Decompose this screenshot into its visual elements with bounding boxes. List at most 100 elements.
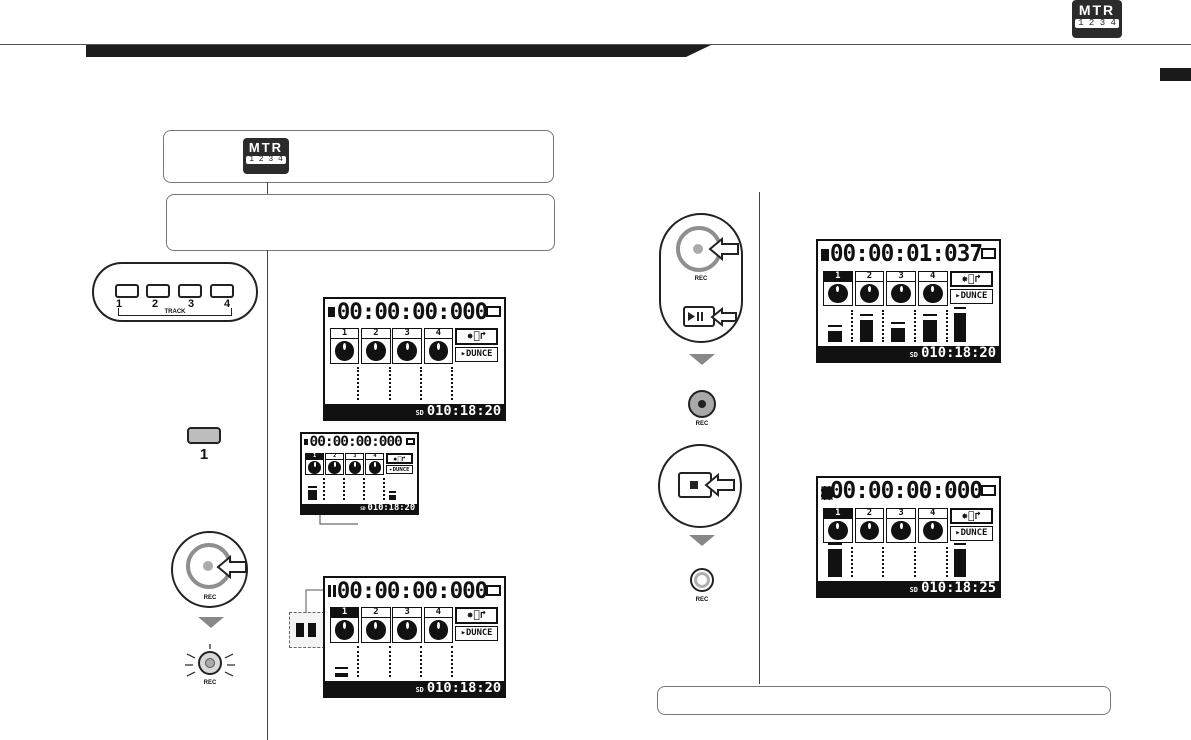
fx-icon: ✸⃯↱ [385, 452, 414, 464]
track-number: 1 [329, 328, 360, 340]
pause-callout [289, 612, 325, 648]
pan-knob-icon [368, 461, 382, 474]
track-number: 2 [361, 607, 391, 619]
fx-icon: ✸⃯↱ [949, 270, 994, 288]
pan-knob-icon [922, 520, 943, 541]
track-button-1[interactable] [115, 284, 139, 298]
track-cell [423, 328, 454, 364]
fx-icon: ✸⃯↱ [455, 328, 499, 345]
stop-indicator-icon [820, 485, 833, 500]
mtr-mode-icon: MTR 1 2 3 4 [243, 138, 289, 174]
track-number: 1 [822, 507, 853, 519]
track-button-3[interactable] [178, 284, 202, 298]
pause-icon [296, 623, 304, 637]
pan-knob-indicator [899, 522, 903, 530]
pause-icon [308, 623, 316, 637]
track-cell [345, 452, 365, 476]
rec-play-panel [659, 213, 743, 343]
track-cell [854, 270, 885, 307]
track-number: 4 [917, 508, 948, 519]
pan-knob-icon [308, 461, 321, 474]
remaining-time-bar: 010:18:25 [818, 581, 999, 596]
pan-knob-indicator [867, 285, 871, 293]
fx-icon: ✸⃯↱ [949, 507, 994, 525]
pan-knob-icon [891, 520, 911, 541]
track-number: 4 [423, 607, 454, 619]
stop-button-press[interactable] [658, 444, 742, 528]
track-number: 2 [854, 271, 885, 282]
meter-divider [419, 367, 422, 401]
press-arrow-icon [710, 307, 737, 327]
blink-rays-icon [185, 644, 235, 677]
track-number-3: 3 [187, 298, 195, 310]
meter-divider [945, 547, 948, 578]
track-1-number: 1 [199, 446, 209, 463]
pan-knob-indicator [374, 622, 378, 629]
track-number: 3 [886, 508, 916, 519]
level-meter [827, 548, 842, 578]
bounce-label: ▸DUNCE [455, 625, 499, 641]
peak-hold [891, 321, 906, 324]
stop-icon [690, 481, 698, 489]
pan-knob-indicator [899, 285, 903, 293]
mode-box [163, 130, 554, 183]
rec-label: REC [203, 595, 217, 601]
rec-dot [693, 244, 703, 254]
meter-divider [383, 477, 386, 500]
level-meter [922, 319, 937, 343]
meter-divider [342, 477, 345, 500]
track-cell [886, 507, 916, 544]
pan-knob-indicator [405, 343, 409, 350]
meter-divider [451, 646, 454, 678]
meter-divider [945, 310, 948, 343]
peak-hold [827, 542, 842, 545]
rec-label: REC [203, 680, 217, 686]
track-number: 1 [822, 270, 853, 282]
track-number: 3 [392, 607, 422, 619]
level-meter [859, 319, 874, 343]
play-pause-icon [688, 312, 703, 321]
peak-hold [388, 491, 397, 494]
level-meter [388, 495, 397, 500]
press-arrow-icon [704, 473, 735, 497]
remaining-time-bar: 010:18:20 [818, 346, 999, 361]
track-button-4[interactable] [210, 284, 234, 298]
sd-card-icon: SD [415, 686, 424, 695]
pan-knob-icon [397, 620, 417, 640]
peak-hold [922, 313, 937, 316]
track-cell [361, 607, 391, 643]
bounce-label: ▸DUNCE [949, 526, 994, 542]
meter-divider [882, 547, 885, 578]
meter-divider [850, 310, 853, 343]
meter-divider [362, 477, 365, 500]
pan-knob-icon [334, 620, 355, 640]
sd-card-icon: SD [909, 351, 918, 360]
remaining-time-bar: 010:18:20 [302, 503, 417, 513]
battery-icon [486, 305, 502, 317]
pan-knob-indicator [836, 522, 840, 530]
track-button-2[interactable] [146, 284, 170, 298]
note-box [657, 686, 1111, 715]
track-cell [325, 452, 345, 476]
level-meter [827, 330, 842, 343]
peak-hold [308, 486, 318, 489]
track-number-1: 1 [115, 298, 123, 310]
rec-label: REC [695, 597, 709, 603]
pan-knob-icon [891, 283, 911, 304]
counter-display: 00:00:00:000 [309, 434, 403, 450]
pan-knob-icon [397, 341, 417, 361]
meter-divider [322, 477, 325, 500]
track-1-button[interactable] [187, 427, 221, 444]
down-arrow-icon [689, 354, 715, 365]
sd-card-icon: SD [909, 586, 918, 595]
rec-indicator-dot [698, 400, 706, 408]
stop-indicator-icon [303, 439, 309, 446]
track-number: 4 [423, 328, 454, 340]
track-cell [423, 607, 454, 643]
fx-icon: ✸⃯↱ [455, 607, 499, 624]
meter-divider [388, 367, 391, 401]
meter-divider [388, 646, 391, 678]
